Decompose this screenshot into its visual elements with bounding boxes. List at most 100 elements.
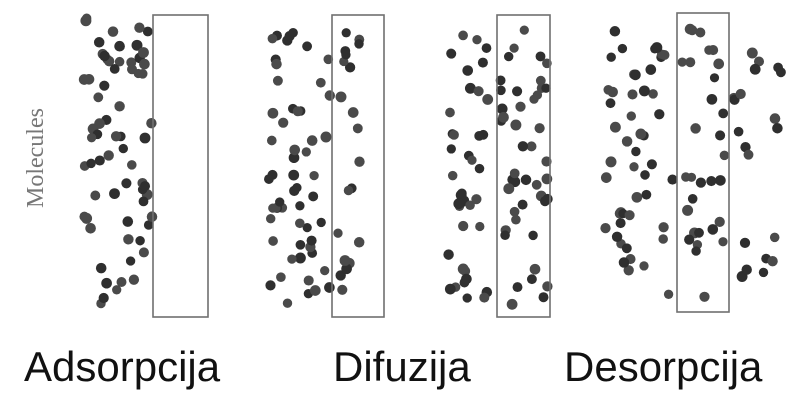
molecule-dot [610, 122, 621, 133]
molecule-dot [518, 200, 528, 210]
molecule-dot [445, 108, 455, 118]
molecule-dot [530, 264, 541, 275]
molecule-dot [718, 237, 727, 246]
molecule-dot [540, 196, 550, 206]
molecule-dot [706, 176, 716, 186]
stage-label-desorpcija: Desorpcija [564, 346, 762, 388]
molecule-dot [337, 285, 347, 295]
diagram-svg [0, 0, 800, 340]
molecule-dot [740, 238, 750, 248]
molecule-dot [443, 249, 453, 259]
molecule-dot [667, 175, 677, 185]
molecule-dot [324, 282, 335, 293]
molecule-dot [308, 191, 318, 201]
molecule-dot [283, 299, 292, 308]
molecule-dot [520, 25, 529, 34]
molecule-dot [448, 171, 457, 180]
stage-label-adsorpcija: Adsorpcija [24, 346, 220, 388]
panel-difuzija [264, 15, 384, 317]
molecule-dot [333, 229, 342, 238]
molecule-dot [87, 133, 96, 142]
molecule-dot [533, 90, 542, 99]
y-axis-label: Molecules [26, 148, 46, 208]
molecule-dot [304, 275, 314, 285]
molecule-dot [320, 266, 329, 275]
molecule-dot [316, 78, 326, 88]
molecule-dot [268, 236, 278, 246]
molecule-dot [622, 136, 633, 147]
molecule-dot [276, 272, 286, 282]
molecule-dot [627, 111, 636, 120]
molecule-dot [80, 15, 91, 26]
molecule-dot [471, 194, 481, 204]
molecule-dot [510, 120, 521, 131]
molecule-dot [527, 274, 537, 284]
molecule-dot [741, 264, 751, 274]
molecule-dot [336, 91, 347, 102]
molecule-dot [453, 198, 464, 209]
molecule-dot [539, 292, 549, 302]
molecule-dot [90, 191, 100, 201]
molecule-dot [342, 28, 351, 37]
molecule-dot [475, 222, 484, 231]
molecule-dot [119, 144, 128, 153]
molecule-dot [678, 57, 687, 66]
molecule-dot [309, 171, 318, 180]
molecule-dot [647, 159, 657, 169]
molecule-dot [528, 231, 537, 240]
molecule-dot [278, 118, 288, 128]
molecule-dot [542, 281, 552, 291]
molecule-dot [654, 109, 664, 119]
panel-adsorpcija [79, 14, 208, 317]
molecule-dot [114, 101, 124, 111]
molecule-dot [532, 180, 542, 190]
molecule-dot [715, 175, 726, 186]
molecule-dot [498, 112, 509, 123]
molecule-dot [606, 52, 615, 61]
molecule-dot [682, 205, 693, 216]
molecule-dot [640, 170, 650, 180]
panel-desorpcija [600, 13, 785, 312]
molecule-dot [631, 147, 640, 156]
molecule-dot [720, 151, 730, 161]
molecule-dot [140, 181, 150, 191]
molecule-dot [504, 52, 513, 61]
molecule-dot [685, 24, 696, 35]
molecule-dot [658, 222, 668, 232]
molecule-dot [94, 37, 105, 48]
panel-third [443, 15, 552, 317]
molecule-dot [734, 127, 744, 137]
molecule-dot [354, 39, 363, 48]
molecule-dot [307, 135, 318, 146]
molecule-dot [690, 123, 700, 133]
molecule-dot [139, 247, 149, 257]
molecule-dot [610, 26, 621, 37]
molecule-dot [515, 102, 525, 112]
molecule-dot [121, 178, 131, 188]
molecule-dot [478, 58, 488, 68]
molecule-dot [767, 256, 777, 266]
molecule-dot [688, 194, 698, 204]
molecule-dot [99, 51, 109, 61]
molecule-dot [718, 108, 728, 118]
molecule-dot [307, 236, 317, 246]
molecule-dot [651, 42, 662, 53]
molecule-dot [695, 28, 705, 38]
molecule-dot [344, 186, 353, 195]
molecule-dot [699, 292, 709, 302]
molecule-dot [123, 216, 134, 227]
molecule-dot [681, 172, 690, 181]
molecule-dot [104, 150, 114, 160]
molecule-dot [691, 246, 700, 255]
molecule-dot [707, 94, 718, 105]
molecule-dot [772, 123, 783, 134]
molecule-dot [710, 73, 719, 82]
molecule-dot [510, 207, 520, 217]
molecule-dot [147, 211, 158, 222]
molecule-dot [317, 218, 326, 227]
molecule-dot [601, 172, 612, 183]
molecule-dot [268, 108, 279, 119]
molecule-dot [353, 123, 363, 133]
molecule-dot [139, 59, 150, 70]
molecule-dot [126, 256, 135, 265]
